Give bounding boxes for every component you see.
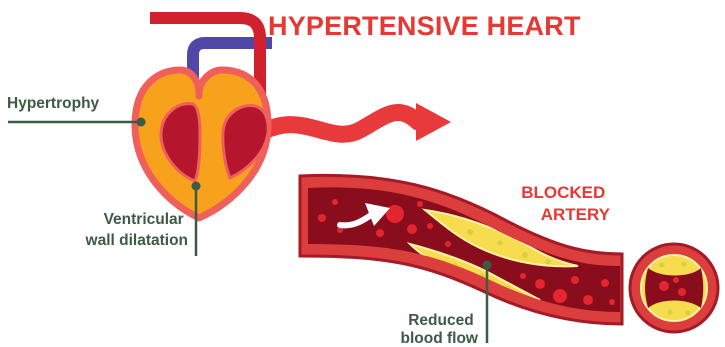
ventricular-label-line1: Ventricular <box>104 211 184 228</box>
blocked-artery-label-line1: BLOCKED <box>521 183 605 202</box>
ventricular-marker <box>192 182 201 191</box>
blocked-artery-label: BLOCKED ARTERY <box>521 183 610 224</box>
ventricular-label: Ventricular wall dilatation <box>85 211 188 249</box>
reduced-flow-label: Reduced blood flow <box>401 312 479 347</box>
reduced-flow-marker <box>483 261 492 270</box>
reduced-flow-label-line1: Reduced <box>408 312 473 329</box>
blocked-artery-label-line2: ARTERY <box>541 205 611 224</box>
flow-arrow-icon <box>262 103 451 141</box>
diagram-title: HYPERTENSIVE HEART <box>268 11 581 41</box>
hypertrophy-marker <box>137 118 146 127</box>
ventricular-label-line2: wall dilatation <box>85 232 188 249</box>
reduced-flow-label-line2: blood flow <box>401 330 479 347</box>
heart-icon <box>135 18 272 218</box>
hypertrophy-label: Hypertrophy <box>7 95 100 112</box>
artery-cross-section-icon <box>630 244 718 332</box>
